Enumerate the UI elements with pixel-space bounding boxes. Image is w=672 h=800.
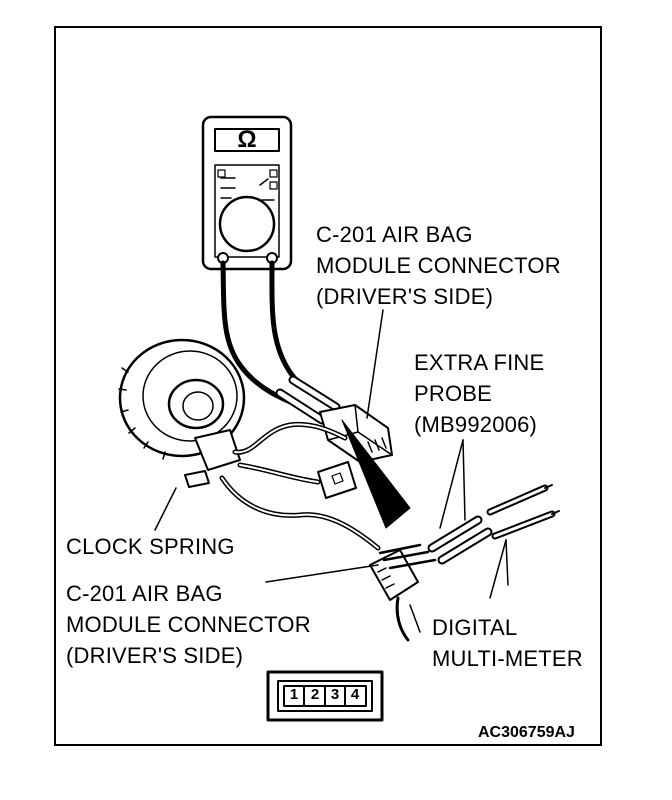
label-connector-lower-line1: C-201 AIR BAG (66, 581, 223, 606)
connector-upper (319, 404, 393, 463)
connector-lower (369, 543, 437, 642)
label-probe-line1: EXTRA FINE (414, 350, 545, 375)
ohm-symbol: Ω (237, 126, 257, 153)
figure-code: AC306759AJ (478, 724, 575, 741)
label-connector-upper-line3: (DRIVER'S SIDE) (316, 284, 494, 309)
extra-fine-probes (427, 515, 493, 565)
leader-lines (154, 309, 509, 633)
label-connector-upper-line2: MODULE CONNECTOR (316, 253, 561, 278)
pin-3: 3 (330, 686, 340, 703)
label-multimeter-line2: MULTI-METER (432, 646, 583, 671)
connector-face-diagram (266, 670, 384, 722)
label-multimeter-line1: DIGITAL (432, 615, 518, 640)
label-probe-line2: PROBE (414, 381, 493, 406)
label-connector-lower-line2: MODULE CONNECTOR (66, 612, 311, 637)
clock-spring (118, 338, 246, 488)
ohmmeter (201, 115, 293, 271)
pin-4: 4 (350, 686, 360, 703)
label-connector-lower-line3: (DRIVER'S SIDE) (66, 643, 244, 668)
label-probe-line3: (MB992006) (414, 412, 538, 437)
pin-1: 1 (289, 686, 299, 703)
label-connector-upper-line1: C-201 AIR BAG (316, 222, 473, 247)
multimeter-probes (486, 484, 560, 540)
figure-frame (54, 26, 602, 746)
label-clock-spring: CLOCK SPRING (66, 534, 235, 559)
pin-2: 2 (310, 686, 320, 703)
